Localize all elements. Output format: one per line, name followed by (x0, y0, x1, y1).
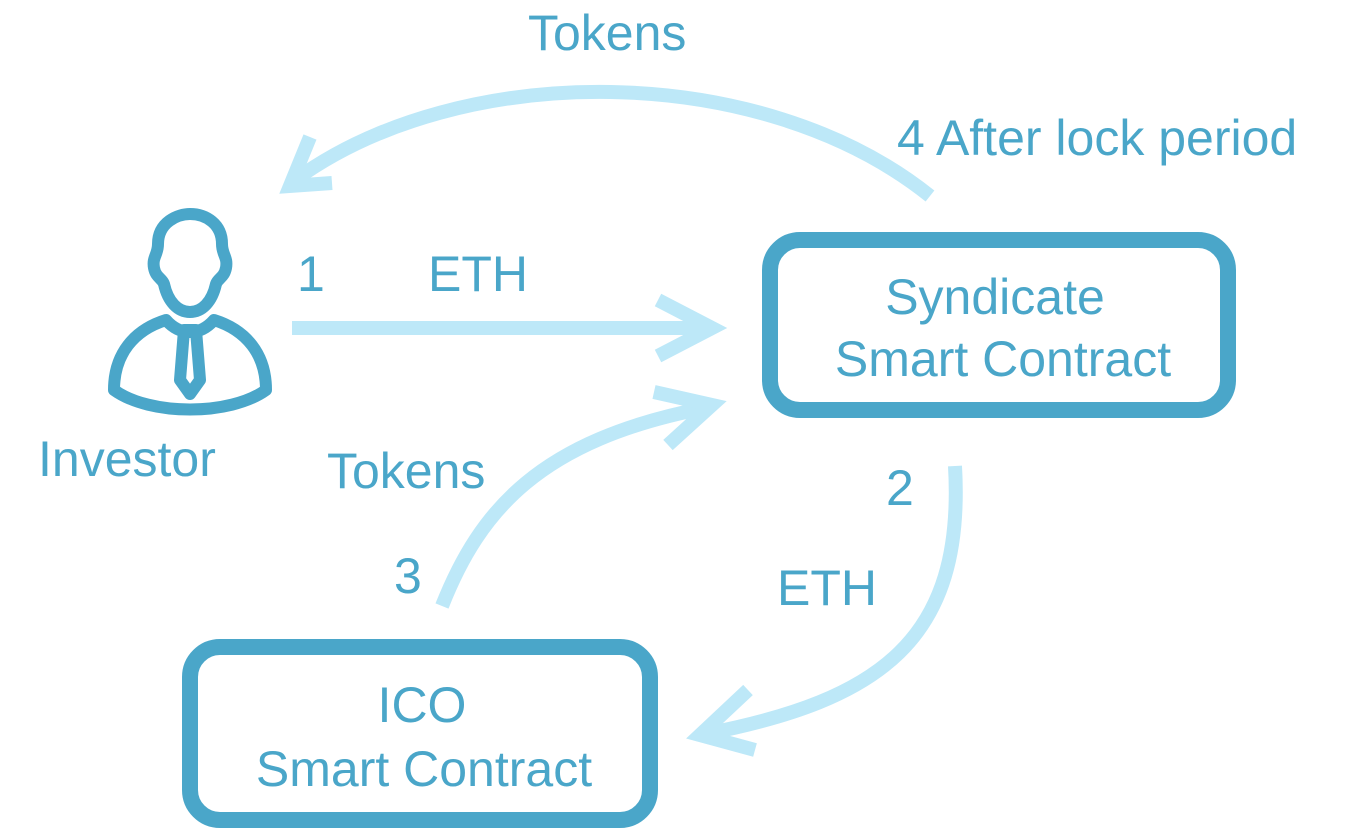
syndicate-title: Syndicate (885, 269, 1105, 325)
arrow-step1-eth (292, 293, 728, 363)
syndicate-smart-contract-node: Syndicate Smart Contract (762, 232, 1236, 418)
arrow-step4-tokens (279, 84, 935, 202)
step2-label: ETH (777, 560, 877, 616)
arrow-step3-tokens (435, 385, 727, 609)
investor-label: Investor (38, 431, 216, 487)
step1-number: 1 (297, 246, 325, 302)
ico-subtitle: Smart Contract (256, 741, 592, 797)
step2-number: 2 (886, 460, 914, 516)
arrow-step2-eth (686, 465, 963, 757)
step1-label: ETH (428, 246, 528, 302)
ico-title: ICO (378, 677, 467, 733)
ico-smart-contract-node: ICO Smart Contract (182, 639, 658, 828)
step4-top-label: Tokens (528, 5, 686, 61)
step4-number-label: 4 After lock period (897, 110, 1297, 166)
step3-number: 3 (394, 548, 422, 604)
step3-label: Tokens (327, 443, 485, 499)
person-icon (108, 208, 272, 416)
syndicate-subtitle: Smart Contract (835, 331, 1171, 387)
